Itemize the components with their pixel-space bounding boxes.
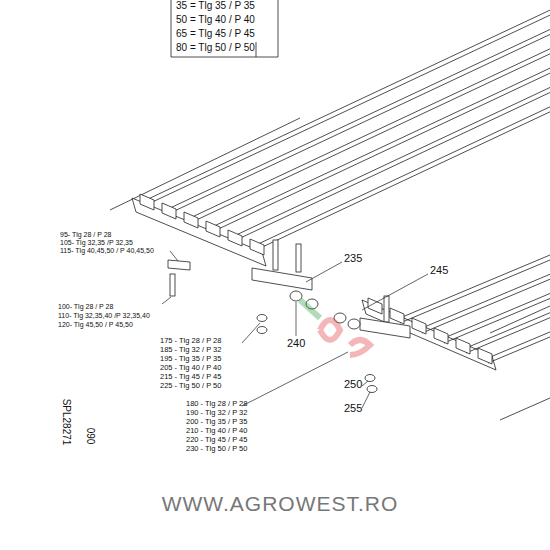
part-size-note: 215 - Tlg 45 / P 45	[160, 373, 221, 381]
clamp	[456, 338, 470, 354]
size-table-row: 50 = Tlg 40 / P 40	[176, 15, 255, 25]
callout-number: 255	[344, 403, 362, 414]
rod-edge	[400, 254, 550, 318]
rod-edge	[234, 87, 550, 236]
rod-edge	[234, 92, 550, 241]
drawing-code: SPL28271	[61, 399, 71, 446]
watermark-logo	[300, 300, 320, 318]
size-table-row: 35 = Tlg 35 / P 35	[176, 1, 255, 11]
leader-line	[362, 274, 428, 310]
callout-number: 240	[287, 338, 305, 349]
clamp	[206, 221, 220, 237]
part-size-note: 205 - Tlg 40 / P 40	[160, 364, 221, 372]
leader-line	[306, 262, 342, 282]
part-size-note: 120- Tlg 45,50 / P 45,50	[58, 321, 133, 328]
rod-edge	[256, 111, 550, 250]
nut	[257, 327, 267, 334]
clamp	[412, 318, 426, 334]
leader-line	[170, 251, 178, 261]
callout-number: 245	[430, 265, 448, 276]
leader-line	[362, 381, 368, 386]
rod-edge	[488, 331, 550, 358]
rod-edge	[146, 14, 550, 205]
nut	[367, 386, 377, 393]
part-size-note: 210 - Tlg 40 / P 40	[186, 427, 247, 435]
rod-edge	[146, 9, 550, 200]
clamp-plate	[360, 318, 410, 338]
rod-edge	[488, 336, 550, 363]
watermark: WWW.AGROWEST.RO	[162, 493, 399, 514]
part-size-note: 225 - Tlg 50 / P 50	[160, 382, 221, 390]
bolt	[384, 296, 389, 322]
size-table-row: 80 = Tlg 50 / P 50	[176, 43, 255, 53]
rod-edge	[422, 278, 550, 333]
clamp	[228, 230, 242, 246]
table-frame	[171, 0, 278, 57]
part-size-note: 110- Tlg 32,35,40 /P 32,35,40	[58, 312, 150, 319]
rod-edge	[466, 317, 550, 353]
rod-edge	[168, 34, 550, 214]
washer	[365, 375, 375, 382]
part-size-note: 230 - Tlg 50 / P 50	[186, 445, 247, 453]
leader-line	[162, 297, 171, 304]
frame-line	[500, 398, 550, 420]
rod-edge	[444, 298, 550, 343]
rod-edge	[256, 106, 550, 245]
part-size-note: 105- Tlg 32,35 /P 32,35	[60, 239, 133, 246]
clamp-plate	[252, 268, 312, 290]
bolt	[170, 274, 175, 296]
callout-number: 235	[344, 253, 362, 264]
rods	[146, 9, 550, 363]
bolt	[273, 240, 278, 270]
part-size-note: 180 - Tlg 28 / P 28	[186, 400, 247, 408]
clamp	[184, 212, 198, 228]
part-size-note: 200 - Tlg 35 / P 35	[186, 418, 247, 426]
leader-line	[362, 392, 370, 408]
part-size-note: 220 - Tlg 45 / P 45	[186, 436, 247, 444]
clamp	[478, 348, 492, 364]
callout-number: 250	[344, 379, 362, 390]
clamp	[250, 239, 264, 255]
part-size-note: 185 - Tlg 32 / P 32	[160, 346, 221, 354]
plate	[168, 260, 190, 270]
part-size-note: 115- Tlg 40,45,50 / P 40,45,50	[60, 247, 154, 254]
clamp	[140, 194, 154, 210]
spacer	[348, 319, 360, 329]
rod-edge	[212, 67, 550, 227]
watermark-logo	[350, 340, 370, 355]
leader-line	[242, 352, 348, 406]
spacer	[290, 291, 302, 301]
clamp	[434, 328, 448, 344]
rod-edge	[212, 72, 550, 232]
clamp	[390, 308, 404, 324]
rod-edge	[190, 48, 550, 218]
part-size-note: 100- Tlg 28 / P 28	[58, 303, 113, 310]
part-size-note: 190 - Tlg 32 / P 32	[186, 409, 247, 417]
drawing-code: 090	[85, 428, 95, 445]
table-divider	[256, 42, 257, 57]
part-size-note: 175 - Tlg 28 / P 28	[160, 337, 221, 345]
bolt	[296, 244, 301, 272]
rod-edge	[422, 273, 550, 328]
rod-edge	[190, 53, 550, 223]
part-size-note: 195 - Tlg 35 / P 35	[160, 355, 221, 363]
leader-line	[242, 323, 260, 343]
size-table-row: 65 = Tlg 45 / P 45	[176, 29, 255, 39]
leader-line	[296, 302, 297, 336]
rod-edge	[400, 259, 550, 323]
clamps	[140, 194, 492, 364]
part-size-note: 95- Tlg 28 / P 28	[60, 231, 112, 238]
clamp	[162, 203, 176, 219]
watermark-logo	[320, 320, 340, 340]
washer	[257, 315, 267, 322]
rod-edge	[444, 293, 550, 338]
